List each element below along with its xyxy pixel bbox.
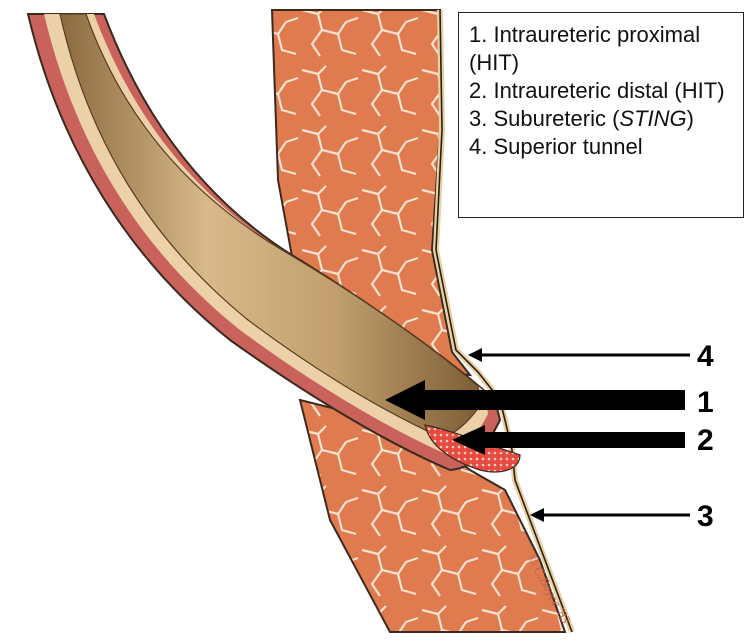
legend-item-2: 2. Intraureteric distal (HIT) — [469, 77, 737, 105]
legend-item-3: 3. Subureteric (STING) — [469, 105, 737, 133]
arrow-4 — [468, 348, 690, 362]
arrow-label-2: 2 — [697, 426, 714, 456]
arrow-label-4: 4 — [697, 342, 714, 372]
legend-box: 1. Intraureteric proximal (HIT) 2. Intra… — [458, 12, 744, 218]
legend-item-1: 1. Intraureteric proximal (HIT) — [469, 21, 737, 77]
arrow-label-1: 1 — [697, 388, 714, 418]
arrow-3 — [530, 508, 690, 522]
arrow-label-3: 3 — [697, 502, 714, 532]
legend-item-4: 4. Superior tunnel — [469, 133, 737, 161]
